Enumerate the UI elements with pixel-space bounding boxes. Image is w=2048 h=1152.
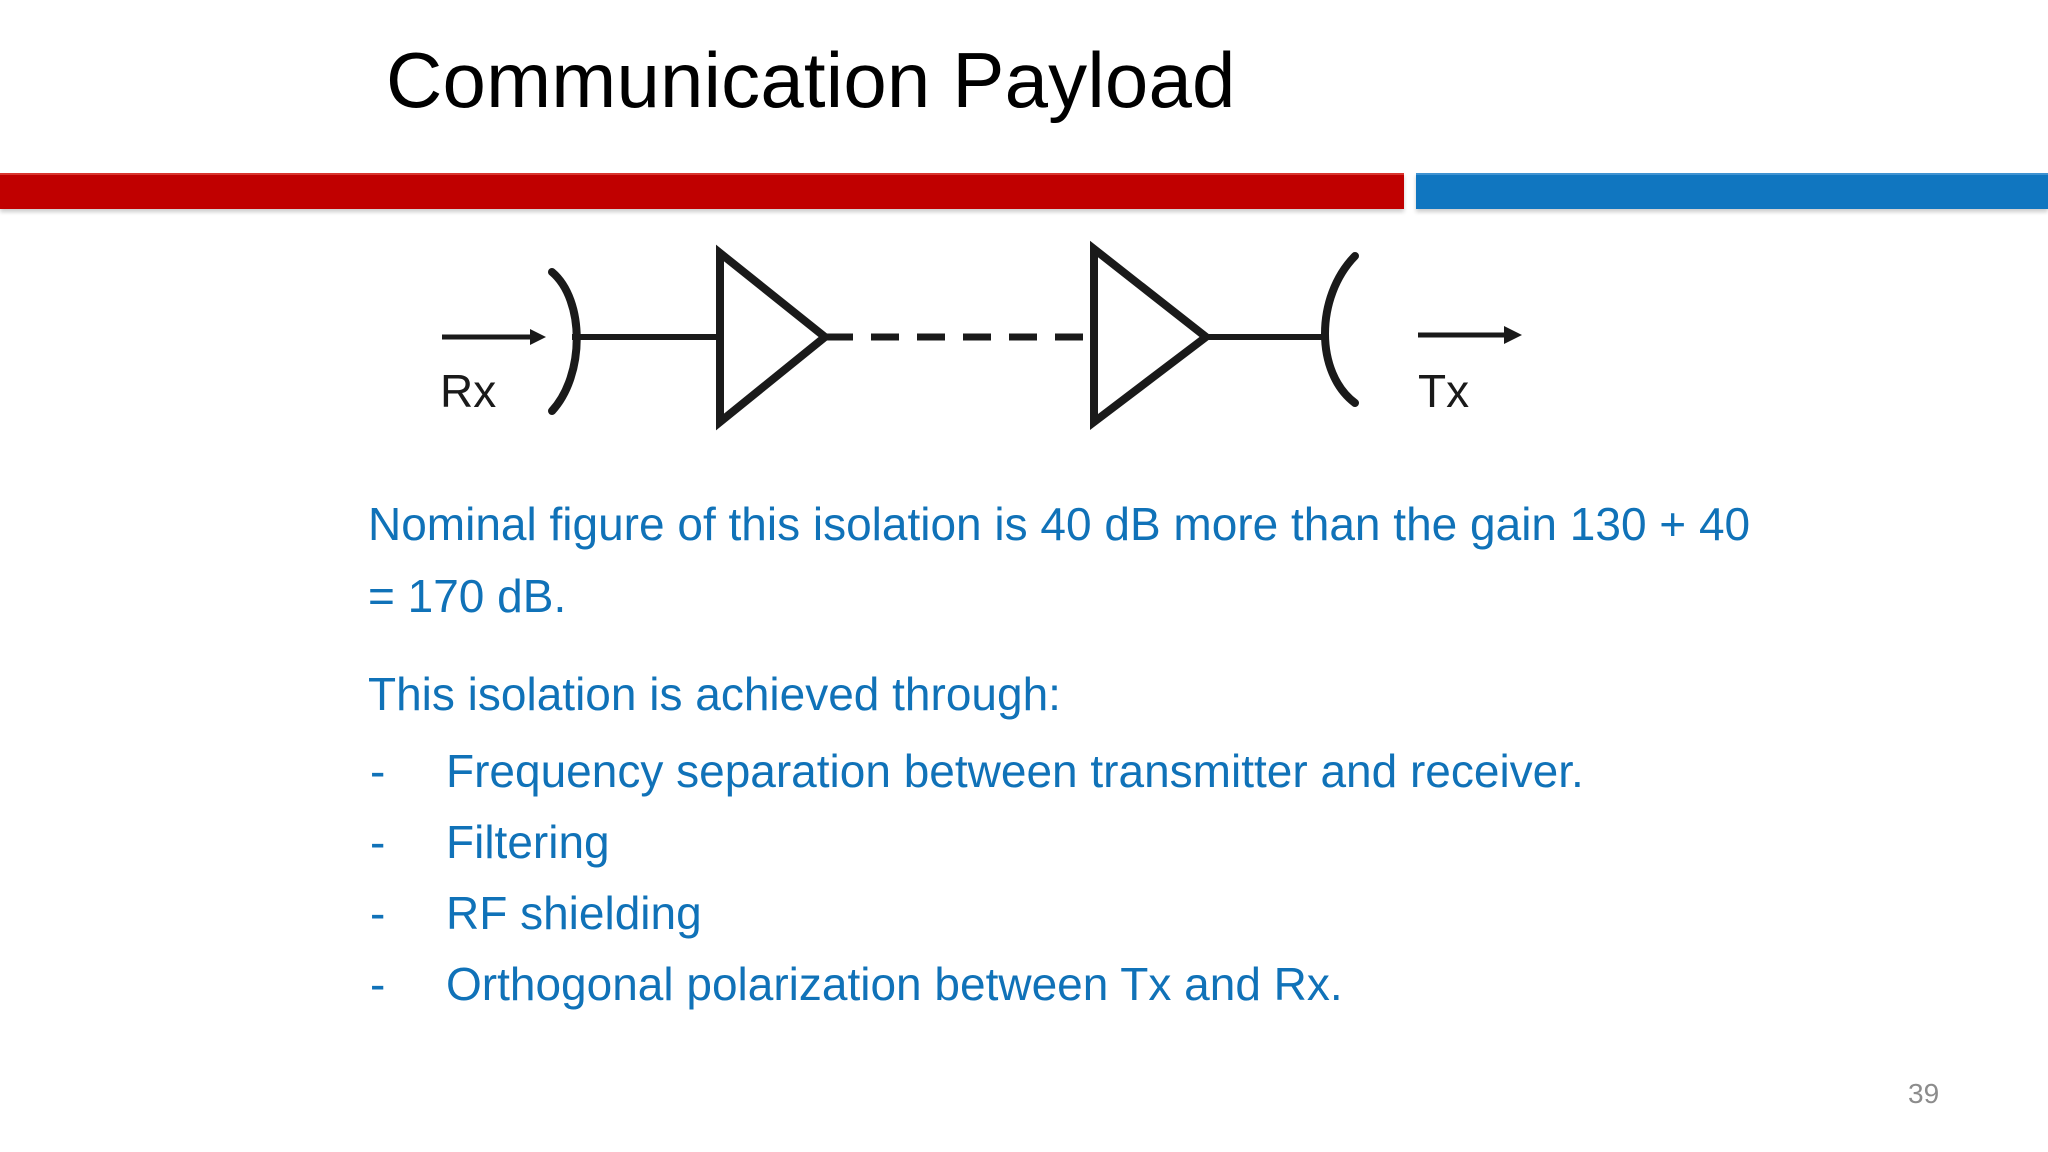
list-item-label: Frequency separation between transmitter… [446,745,1584,797]
bullet-dash-icon: - [370,745,386,797]
bullet-dash-icon: - [370,958,386,1010]
page-number: 39 [1908,1078,1940,1109]
page-title: Communication Payload [386,36,1236,124]
tx-label: Tx [1418,365,1469,417]
receive-amplifier-triangle [716,244,832,431]
list-item: - Frequency separation between transmitt… [368,736,1788,807]
list-item-label: Orthogonal polarization between Tx and R… [446,958,1343,1010]
rx-label: Rx [440,365,496,417]
body-paragraph-isolation-methods-intro: This isolation is achieved through: [368,668,1061,720]
tx-antenna-reflector [1321,252,1359,407]
body-paragraph-isolation-figure: Nominal figure of this isolation is 40 d… [368,498,1751,622]
body-content: Nominal figure of this isolation is 40 d… [368,488,1788,1020]
tx-output-arrow [1418,326,1522,344]
bullet-dash-icon: - [370,816,386,868]
divider-bar-red [0,173,1404,209]
divider-bar-blue [1416,173,2048,209]
transmit-amplifier-triangle [1090,240,1213,431]
list-item: - Orthogonal polarization between Tx and… [368,949,1788,1020]
bullet-dash-icon: - [370,887,386,939]
list-item-label: Filtering [446,816,610,868]
list-item-label: RF shielding [446,887,702,939]
isolation-methods-list: - Frequency separation between transmitt… [368,736,1788,1020]
list-item: - RF shielding [368,878,1788,949]
rx-tx-transponder-diagram: Rx Tx [400,225,1580,440]
rx-antenna-reflector [548,268,581,415]
rx-input-arrow [442,329,546,345]
list-item: - Filtering [368,807,1788,878]
